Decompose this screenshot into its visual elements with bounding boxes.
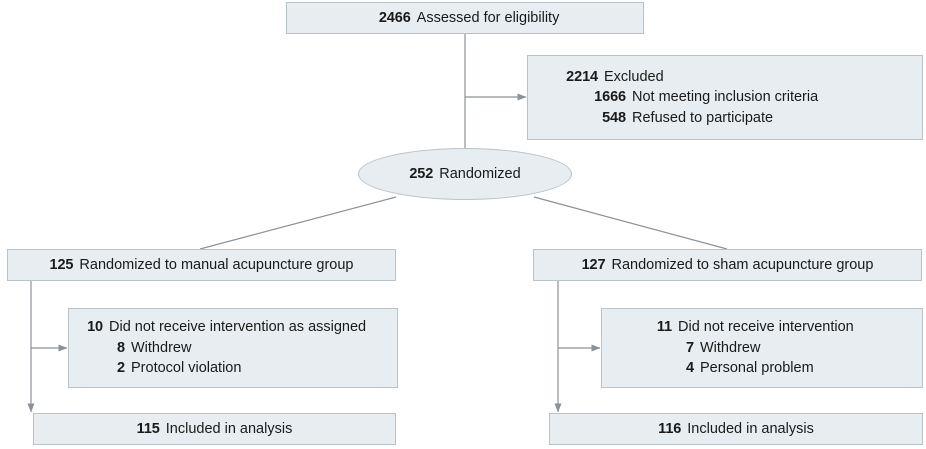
node-assessed-for-eligibility: 2466 Assessed for eligibility	[286, 2, 644, 34]
node-line-label: Did not receive intervention	[678, 319, 854, 336]
node-line: 10 Did not receive intervention as assig…	[77, 317, 366, 338]
node-line-number: 2	[117, 360, 125, 377]
node-line-label: Not meeting inclusion criteria	[632, 89, 819, 106]
node-line: 115 Included in analysis	[137, 419, 293, 440]
node-allocation-manual-acupuncture: 125 Randomized to manual acupuncture gro…	[7, 249, 396, 281]
node-line-number: 127	[581, 256, 606, 273]
node-line: 4 Personal problem	[646, 358, 854, 379]
node-line-number: 11	[656, 319, 672, 336]
node-line: 125 Randomized to manual acupuncture gro…	[50, 255, 354, 276]
node-line-number: 116	[658, 420, 682, 437]
node-line: 2 Protocol violation	[77, 358, 366, 379]
node-line-number: 2214	[566, 68, 598, 85]
node-line: 7 Withdrew	[646, 338, 854, 359]
node-line-label: Withdrew	[131, 339, 192, 356]
node-line-number: 7	[686, 339, 694, 356]
node-line-number: 2466	[378, 9, 411, 26]
node-line-label: Withdrew	[700, 339, 761, 356]
node-line: 8 Withdrew	[77, 338, 366, 359]
node-line-label: Included in analysis	[687, 420, 814, 437]
node-analysis-right: 116 Included in analysis	[549, 413, 923, 445]
node-analysis-left: 115 Included in analysis	[33, 413, 396, 445]
node-line: 11 Did not receive intervention	[646, 317, 854, 338]
node-line: 1666 Not meeting inclusion criteria	[558, 87, 818, 108]
node-line-label: Refused to participate	[632, 109, 774, 126]
node-line: 127 Randomized to sham acupuncture group	[582, 255, 874, 276]
node-line-label: Protocol violation	[131, 360, 242, 377]
node-line-label: Randomized to sham acupuncture group	[611, 256, 874, 273]
node-allocation-sham-acupuncture: 127 Randomized to sham acupuncture group	[533, 249, 922, 281]
node-line: 548 Refused to participate	[558, 108, 818, 129]
node-line-number: 125	[49, 256, 74, 273]
node-line-label: Randomized	[439, 165, 521, 182]
node-line: 2214 Excluded	[558, 67, 818, 88]
node-line-number: 1666	[594, 89, 626, 106]
connector-randomized-to-left-allocation	[199, 196, 397, 250]
node-line-label: Did not receive intervention as assigned	[109, 319, 367, 336]
node-line-number: 10	[87, 319, 103, 336]
node-line-label: Personal problem	[700, 360, 814, 377]
connector-randomized-to-right-allocation	[533, 196, 728, 250]
node-line: 252 Randomized	[409, 164, 520, 185]
node-line-number: 252	[409, 165, 434, 182]
node-line-label: Randomized to manual acupuncture group	[79, 256, 354, 273]
node-line-number: 8	[117, 339, 125, 356]
node-line-number: 548	[602, 109, 626, 126]
node-intervention-not-received-right: 11 Did not receive intervention 7 Withdr…	[601, 308, 923, 388]
node-line-label: Excluded	[604, 68, 664, 85]
node-line-number: 4	[686, 360, 694, 377]
node-randomized: 252 Randomized	[358, 148, 572, 200]
node-line-label: Included in analysis	[165, 420, 293, 437]
node-line: 2466 Assessed for eligibility	[371, 8, 560, 29]
node-line-label: Assessed for eligibility	[416, 9, 560, 26]
node-line-number: 115	[136, 420, 160, 437]
node-intervention-not-received-left: 10 Did not receive intervention as assig…	[68, 308, 398, 388]
node-line: 116 Included in analysis	[658, 419, 814, 440]
node-excluded: 2214 Excluded 1666 Not meeting inclusion…	[527, 55, 923, 140]
